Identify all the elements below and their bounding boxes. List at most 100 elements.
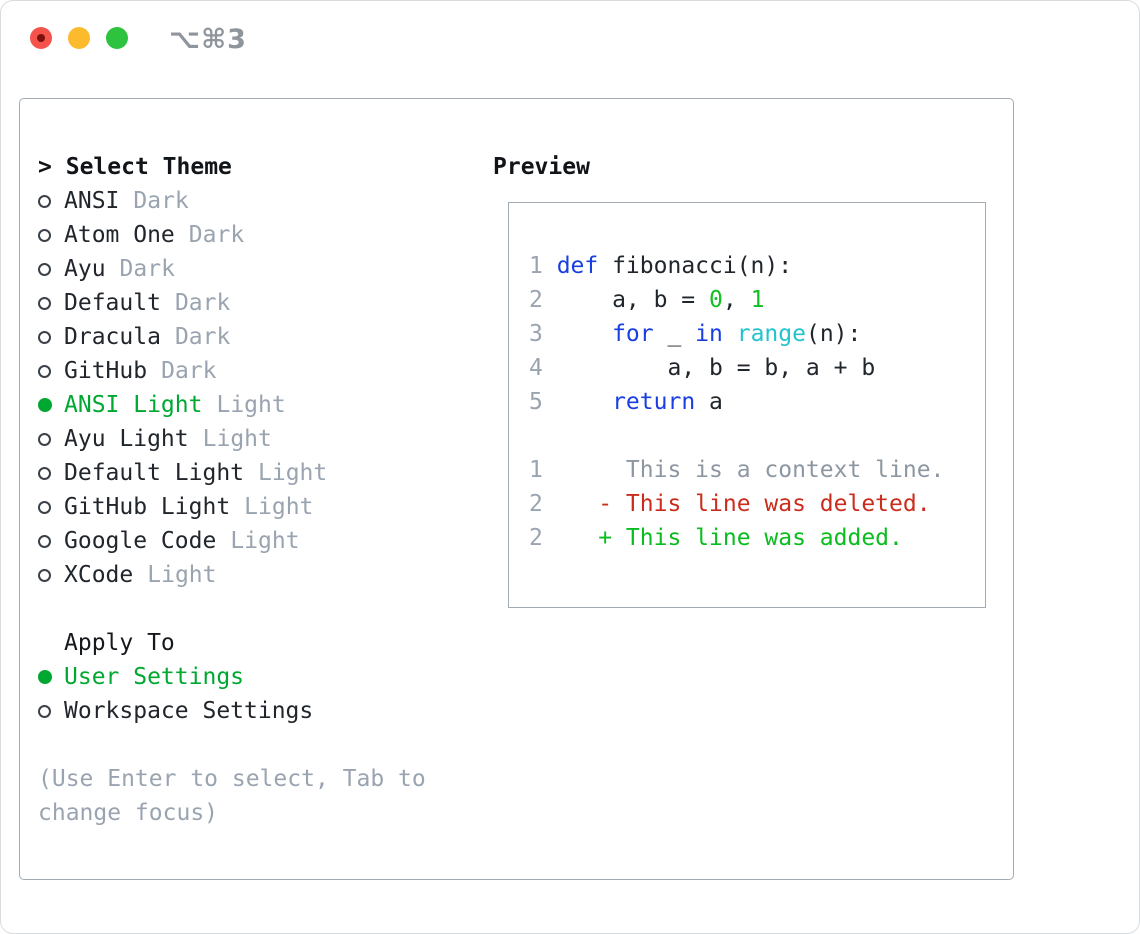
option-label: GitHub xyxy=(64,358,148,384)
line-number: 1 xyxy=(529,253,543,279)
radio-icon xyxy=(38,194,51,208)
line-number: 2 xyxy=(529,525,543,551)
radio-icon xyxy=(38,568,51,582)
theme-variant-label: Dark xyxy=(133,188,189,214)
spacer xyxy=(38,728,493,762)
token-text: a, b = b, a + b xyxy=(556,355,876,381)
code-line: 2 - This line was deleted. xyxy=(529,487,975,521)
theme-option[interactable]: GitHub Light Light xyxy=(38,490,493,524)
theme-option[interactable]: XCode Light xyxy=(38,558,493,592)
usage-hint: (Use Enter to select, Tab to change focu… xyxy=(38,766,426,826)
token-keyword: in xyxy=(695,321,723,347)
code-line: 2 a, b = 0, 1 xyxy=(529,283,975,317)
option-label: Default Light xyxy=(64,460,245,486)
theme-variant-label: Light xyxy=(147,562,217,588)
close-dot-icon xyxy=(37,34,45,42)
theme-variant-label: Dark xyxy=(174,290,231,316)
window-controls xyxy=(30,27,128,49)
radio-icon xyxy=(38,466,51,480)
theme-variant-label: Light xyxy=(202,426,272,452)
select-theme-header: > Select Theme xyxy=(38,150,493,184)
theme-option[interactable]: ANSI Light Light xyxy=(38,388,493,422)
theme-variant-label: Light xyxy=(258,460,328,486)
theme-option[interactable]: Default Dark xyxy=(38,286,493,320)
line-number: 1 xyxy=(529,457,543,483)
option-label: ANSI Light xyxy=(64,392,203,418)
theme-variant-label: Dark xyxy=(119,256,175,282)
token-added: + This line was added. xyxy=(556,525,903,551)
code-line: 4 a, b = b, a + b xyxy=(529,351,975,385)
radio-icon xyxy=(38,330,51,344)
diff-sample: 1 This is a context line.2 - This line w… xyxy=(529,453,975,555)
theme-option[interactable]: ANSI Dark xyxy=(38,184,493,218)
token-text xyxy=(557,321,612,347)
option-label: Dracula xyxy=(64,324,161,350)
option-label: User Settings xyxy=(64,664,245,690)
token-text: a xyxy=(695,389,723,415)
option-label: GitHub Light xyxy=(64,494,231,520)
token-deleted: - This line was deleted. xyxy=(556,491,931,517)
theme-option[interactable]: Dracula Dark xyxy=(38,320,493,354)
option-label: Workspace Settings xyxy=(64,698,314,724)
minimize-button[interactable] xyxy=(68,27,90,49)
close-button[interactable] xyxy=(30,27,52,49)
radio-icon xyxy=(38,704,51,718)
line-number: 2 xyxy=(529,491,543,517)
option-label: Default xyxy=(64,290,161,316)
token-keyword: for xyxy=(612,321,654,347)
option-label: XCode xyxy=(64,562,134,588)
option-label: ANSI xyxy=(64,188,120,214)
titlebar: ⌥⌘3 xyxy=(1,1,1139,98)
line-number: 2 xyxy=(529,287,543,313)
radio-icon xyxy=(38,262,51,276)
token-text: fibonacci(n): xyxy=(598,253,793,279)
theme-option[interactable]: Atom One Dark xyxy=(38,218,493,252)
token-context: This is a context line. xyxy=(556,457,945,483)
option-label: Atom One xyxy=(64,222,175,248)
theme-variant-label: Light xyxy=(244,494,314,520)
zoom-button[interactable] xyxy=(106,27,128,49)
keyboard-shortcut-label: ⌥⌘3 xyxy=(169,24,247,55)
token-text: a, b = xyxy=(556,287,710,313)
radio-icon xyxy=(38,500,51,514)
code-line: 1 This is a context line. xyxy=(529,453,975,487)
theme-option[interactable]: Google Code Light xyxy=(38,524,493,558)
token-text: , xyxy=(722,287,751,313)
line-number: 4 xyxy=(529,355,543,381)
radio-icon xyxy=(38,432,51,446)
theme-variant-label: Dark xyxy=(188,222,245,248)
page-title: Select Theme xyxy=(65,154,232,180)
theme-variant-label: Light xyxy=(216,392,286,418)
option-label: Google Code xyxy=(64,528,217,554)
token-keyword: return xyxy=(612,389,696,415)
token-keyword: def xyxy=(556,253,599,279)
theme-option[interactable]: Default Light Light xyxy=(38,456,493,490)
spacer xyxy=(529,419,975,453)
spacer xyxy=(38,592,493,626)
code-line: 3 for _ in range(n): xyxy=(529,317,975,351)
theme-variant-label: Dark xyxy=(174,324,231,350)
theme-variant-label: Light xyxy=(230,528,300,554)
token-number: 0 xyxy=(709,287,723,313)
radio-icon xyxy=(38,296,51,310)
apply-option[interactable]: Workspace Settings xyxy=(38,694,493,728)
radio-icon xyxy=(38,228,51,242)
code-line: 5 return a xyxy=(529,385,975,419)
token-text xyxy=(557,389,612,415)
token-text: (n): xyxy=(805,321,862,347)
prompt-caret: > xyxy=(38,154,52,180)
apply-to-header: Apply To xyxy=(64,630,175,656)
line-number: 3 xyxy=(529,321,543,347)
line-number: 5 xyxy=(529,389,543,415)
apply-option[interactable]: User Settings xyxy=(38,660,493,694)
token-text xyxy=(723,321,737,347)
